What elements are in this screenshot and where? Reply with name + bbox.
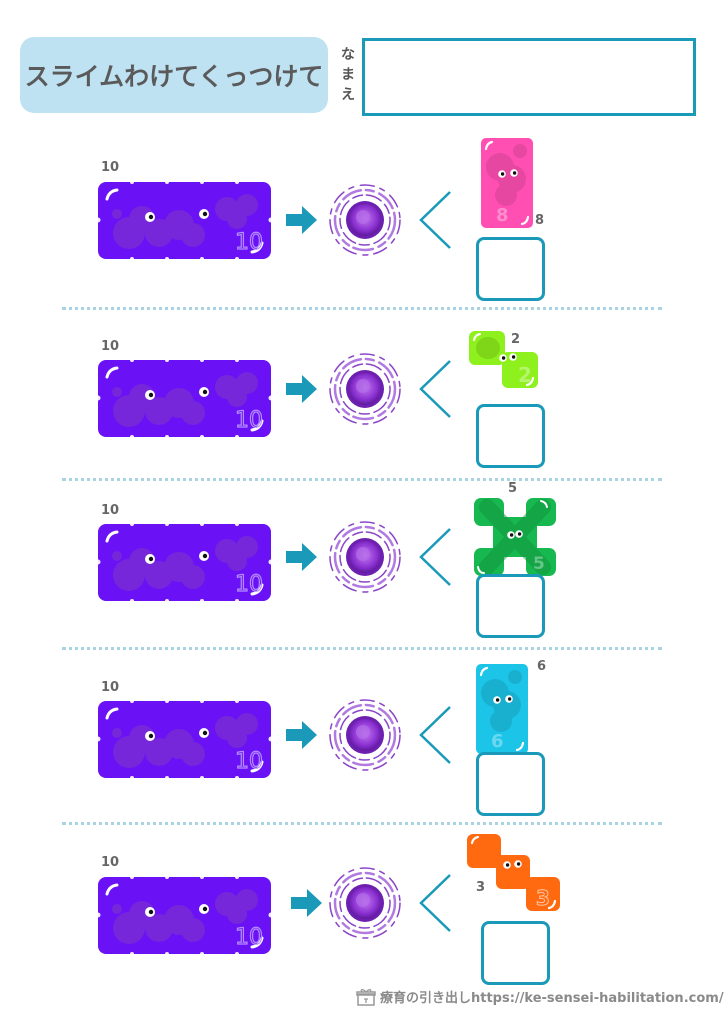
slime-shape: 6 <box>476 664 528 754</box>
big-slime-digit: 10 <box>235 925 263 950</box>
small-slime-x-cross: 5 <box>473 497 557 581</box>
big-slime-value: 10 <box>101 680 120 695</box>
big-slime-digit: 10 <box>235 408 263 433</box>
right-arrow-icon <box>286 206 317 234</box>
answer-box[interactable] <box>476 404 545 468</box>
big-slime-value: 10 <box>101 503 120 518</box>
right-arrow-icon <box>286 543 317 571</box>
less-than-bracket-icon <box>419 874 451 932</box>
vortex-icon <box>329 184 401 256</box>
big-slime-10: 10 <box>97 359 272 438</box>
small-slime-three-squares-diagonal: 3 <box>466 833 562 917</box>
row-divider <box>62 307 662 310</box>
footer-credit: 療育の引き出しhttps://ke-sensei-habilitation.co… <box>356 987 724 1006</box>
name-label: な ま え <box>339 45 357 105</box>
big-slime-digit: 10 <box>235 230 263 255</box>
less-than-bracket-icon <box>419 191 451 249</box>
title-banner: スライムわけてくっつけて <box>20 37 328 113</box>
small-slime-value: 5 <box>508 481 518 496</box>
slime-shape: 5 <box>474 498 556 576</box>
small-slime-value: 6 <box>537 659 547 674</box>
row-divider <box>62 478 662 481</box>
big-slime-10: 10 <box>97 700 272 779</box>
row-divider <box>62 822 662 825</box>
right-arrow-icon <box>286 721 317 749</box>
less-than-bracket-icon <box>419 360 451 418</box>
answer-box[interactable] <box>481 921 550 985</box>
vortex-icon <box>329 353 401 425</box>
right-arrow-icon <box>291 889 322 917</box>
slime-shape: 3 <box>467 834 560 911</box>
small-slime-digit: 2 <box>518 363 532 387</box>
row-divider <box>62 647 662 650</box>
small-slime-digit: 6 <box>491 731 504 752</box>
less-than-bracket-icon <box>419 706 451 764</box>
worksheet-title: スライムわけてくっつけて <box>24 62 324 91</box>
big-slime-value: 10 <box>101 855 120 870</box>
gift-icon <box>356 988 376 1006</box>
less-than-bracket-icon <box>419 528 451 586</box>
answer-box[interactable] <box>476 574 545 638</box>
small-slime-tall-rect: 6 <box>475 663 529 759</box>
big-slime-value: 10 <box>101 160 120 175</box>
footer-text: 療育の引き出しhttps://ke-sensei-habilitation.co… <box>380 991 724 1006</box>
small-slime-value: 8 <box>535 213 545 228</box>
small-slime-digit: 8 <box>496 205 509 226</box>
small-slime-digit: 5 <box>533 554 545 574</box>
big-slime-digit: 10 <box>235 572 263 597</box>
right-arrow-icon <box>286 375 317 403</box>
answer-box[interactable] <box>476 752 545 816</box>
small-slime-digit: 3 <box>536 886 550 910</box>
small-slime-value: 2 <box>511 332 521 347</box>
big-slime-10: 10 <box>97 181 272 260</box>
vortex-icon <box>329 521 401 593</box>
small-slime-tall-rect: 8 <box>480 137 534 233</box>
slime-shape: 2 <box>469 331 538 388</box>
name-input-box[interactable] <box>362 38 696 116</box>
name-label-char: ま <box>341 67 355 83</box>
big-slime-value: 10 <box>101 339 120 354</box>
small-slime-value: 3 <box>476 880 486 895</box>
slime-shape: 8 <box>481 138 533 228</box>
big-slime-digit: 10 <box>235 749 263 774</box>
vortex-icon <box>329 867 401 939</box>
answer-box[interactable] <box>476 237 545 301</box>
big-slime-10: 10 <box>97 876 272 955</box>
name-label-char: え <box>341 87 355 103</box>
big-slime-10: 10 <box>97 523 272 602</box>
name-label-char: な <box>341 47 355 63</box>
vortex-icon <box>329 699 401 771</box>
small-slime-two-squares-diagonal: 2 <box>468 330 540 394</box>
